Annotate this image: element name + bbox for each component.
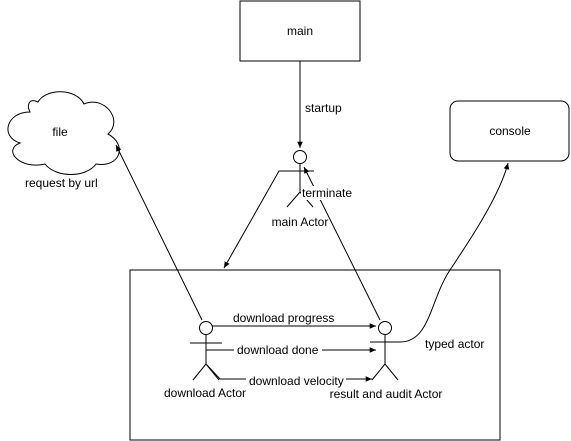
terminate-label: terminate [302,186,352,200]
result-actor-figure[interactable] [370,321,400,381]
download-done-label: download done [237,343,319,357]
console-edge[interactable] [399,162,510,343]
request-by-url-edge[interactable] [115,144,203,321]
main-actor-figure[interactable] [286,150,314,208]
typed-actor-label: typed actor [425,337,484,351]
download-actor-label: download Actor [164,386,246,400]
console-label: console [489,124,531,138]
file-label: file [52,125,68,139]
download-progress-label: download progress [233,311,334,325]
main-box[interactable] [239,0,361,62]
request-by-url-label: request by url [25,176,98,190]
download-done-label-bg [234,342,322,356]
download-velocity-label-bg [246,373,346,387]
download-velocity-label: download velocity [249,374,344,388]
file-cloud[interactable] [7,91,120,175]
main-actor-label: main Actor [272,215,329,229]
download-progress-label-bg [230,311,338,325]
startup-label: startup [305,101,342,115]
console-box[interactable] [449,100,570,162]
startup-label-bg [303,100,347,115]
main-label: main [287,24,313,38]
result-actor-label: result and audit Actor [330,387,443,401]
terminate-label-bg [301,186,353,200]
main-actor-to-container-edge[interactable] [223,170,286,269]
